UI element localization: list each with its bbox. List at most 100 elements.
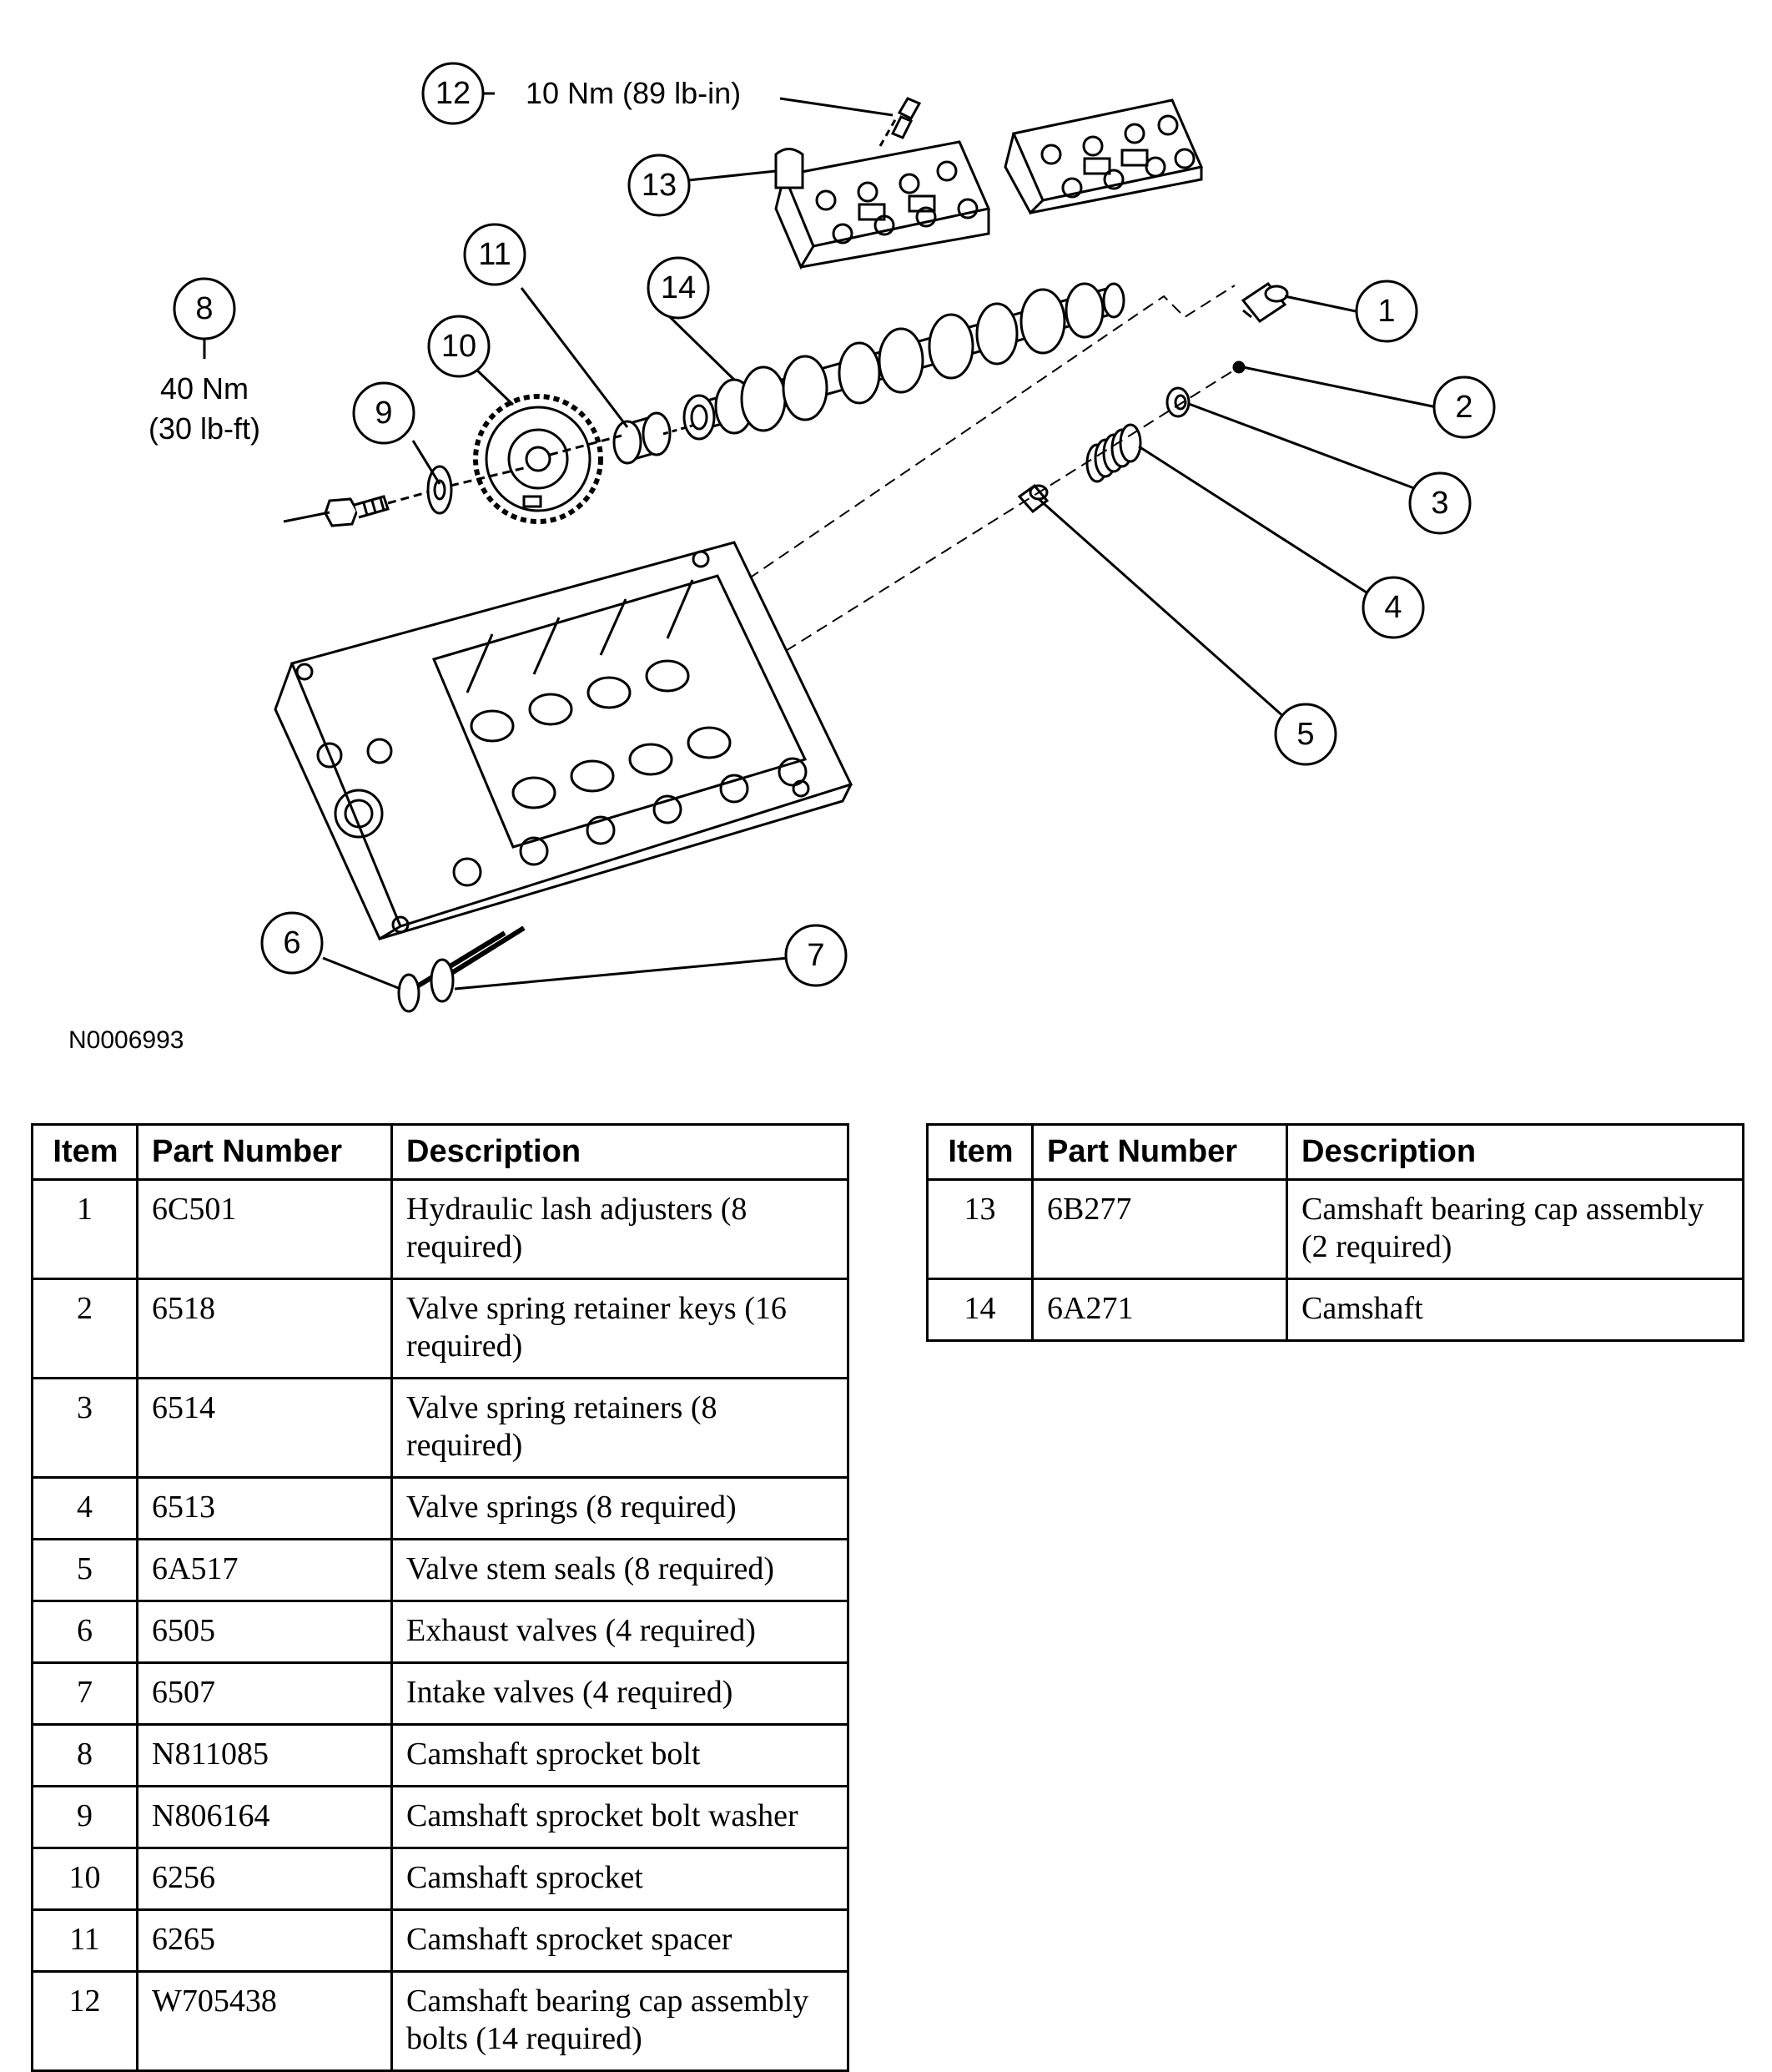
callout-12: 12 xyxy=(435,76,471,111)
cell-description: Camshaft sprocket spacer xyxy=(390,1908,849,1973)
callout-9: 9 xyxy=(375,396,392,431)
callout-10: 10 xyxy=(441,329,476,364)
cell-description: Camshaft bearing cap assembly bolts (14 … xyxy=(390,1970,849,2072)
header-item: Item xyxy=(31,1123,138,1181)
cell-item: 2 xyxy=(31,1278,138,1379)
cell-part-number: N811085 xyxy=(136,1723,393,1787)
camshaft-sprocket-bolt-washer xyxy=(426,465,528,515)
cell-item: 3 xyxy=(31,1377,138,1479)
cell-part-number: 6513 xyxy=(136,1476,393,1540)
cell-item: 4 xyxy=(31,1476,138,1540)
header-description: Description xyxy=(1286,1123,1744,1181)
callout-14: 14 xyxy=(661,270,696,305)
cell-part-number: 6256 xyxy=(136,1847,393,1911)
bearing-cap-bolt xyxy=(878,97,922,147)
cell-part-number: 6514 xyxy=(136,1377,393,1479)
callout-2: 2 xyxy=(1455,390,1472,425)
cell-part-number: 6A271 xyxy=(1031,1278,1288,1342)
cylinder-head xyxy=(274,541,853,941)
cell-item: 9 xyxy=(31,1785,138,1849)
camshaft-sprocket-bolt xyxy=(324,491,428,527)
callout-4: 4 xyxy=(1384,590,1402,625)
cell-item: 1 xyxy=(31,1178,138,1280)
cell-item: 12 xyxy=(31,1970,138,2072)
cell-description: Valve spring retainer keys (16 required) xyxy=(390,1278,849,1379)
valve-spring xyxy=(1085,423,1142,483)
cell-part-number: 6507 xyxy=(136,1661,393,1726)
cell-description: Valve spring retainers (8 required) xyxy=(390,1377,849,1479)
camshaft xyxy=(682,282,1125,441)
cell-description: Camshaft xyxy=(1286,1278,1744,1342)
cell-description: Camshaft sprocket bolt xyxy=(390,1723,849,1787)
cell-description: Camshaft sprocket bolt washer xyxy=(390,1785,849,1849)
cell-description: Valve springs (8 required) xyxy=(390,1476,849,1540)
cell-item: 8 xyxy=(31,1723,138,1787)
cell-description: Exhaust valves (4 required) xyxy=(390,1600,849,1664)
table-header-row: Item Part Number Description xyxy=(31,1123,849,1181)
callout-8: 8 xyxy=(195,291,213,326)
cell-item: 13 xyxy=(926,1178,1034,1280)
cell-part-number: 6265 xyxy=(136,1908,393,1973)
cell-item: 10 xyxy=(31,1847,138,1911)
header-description: Description xyxy=(390,1123,849,1181)
cell-part-number: 6505 xyxy=(136,1600,393,1664)
camshaft-sprocket xyxy=(473,394,622,524)
cell-description: Valve stem seals (8 required) xyxy=(390,1538,849,1602)
callout-13: 13 xyxy=(642,168,677,203)
header-part-number: Part Number xyxy=(136,1123,393,1181)
intake-valve xyxy=(430,925,526,1003)
callout-3: 3 xyxy=(1431,486,1448,521)
callout-7: 7 xyxy=(807,938,824,973)
callout-6: 6 xyxy=(283,925,300,960)
callout-11: 11 xyxy=(478,237,511,272)
valve-stem-seal xyxy=(1017,483,1050,514)
cell-description: Camshaft bearing cap assembly (2 require… xyxy=(1286,1178,1744,1280)
header-part-number: Part Number xyxy=(1031,1123,1288,1181)
cell-part-number: W705438 xyxy=(136,1970,393,2072)
cell-part-number: 6518 xyxy=(136,1278,393,1379)
hydraulic-lash-adjuster xyxy=(1241,281,1289,324)
cell-item: 6 xyxy=(31,1600,138,1664)
valve-spring-retainer-key xyxy=(1232,360,1246,374)
cell-item: 11 xyxy=(31,1908,138,1973)
header-item: Item xyxy=(926,1123,1034,1181)
cell-item: 14 xyxy=(926,1278,1034,1342)
exhaust-valve xyxy=(397,930,506,1013)
cell-description: Camshaft sprocket xyxy=(390,1847,849,1911)
cell-item: 7 xyxy=(31,1661,138,1726)
figure-id: N0006993 xyxy=(68,1026,184,1054)
torque-spec-bolt-8-nm: 40 Nm xyxy=(160,371,249,406)
cell-part-number: N806164 xyxy=(136,1785,393,1849)
exploded-view-diagram: 12 13 8 9 10 11 14 1 2 3 4 5 6 7 10 Nm (… xyxy=(68,62,1496,1054)
camshaft-bearing-cap-assembly-left xyxy=(774,140,991,270)
cell-item: 5 xyxy=(31,1538,138,1602)
table-header-row: Item Part Number Description xyxy=(926,1123,1744,1181)
callout-1: 1 xyxy=(1377,294,1395,329)
torque-spec-bolt-8-lbft: (30 lb-ft) xyxy=(149,411,260,446)
cell-part-number: 6A517 xyxy=(136,1538,393,1602)
cell-part-number: 6C501 xyxy=(136,1178,393,1280)
callout-5: 5 xyxy=(1296,717,1314,752)
torque-spec-bolt-12: 10 Nm (89 lb-in) xyxy=(526,76,741,110)
cell-description: Hydraulic lash adjusters (8 required) xyxy=(390,1178,849,1280)
cell-description: Intake valves (4 required) xyxy=(390,1661,849,1726)
camshaft-sprocket-spacer xyxy=(612,411,693,465)
valve-spring-retainer xyxy=(1165,386,1191,418)
camshaft-bearing-cap-assembly-right xyxy=(1004,98,1204,215)
